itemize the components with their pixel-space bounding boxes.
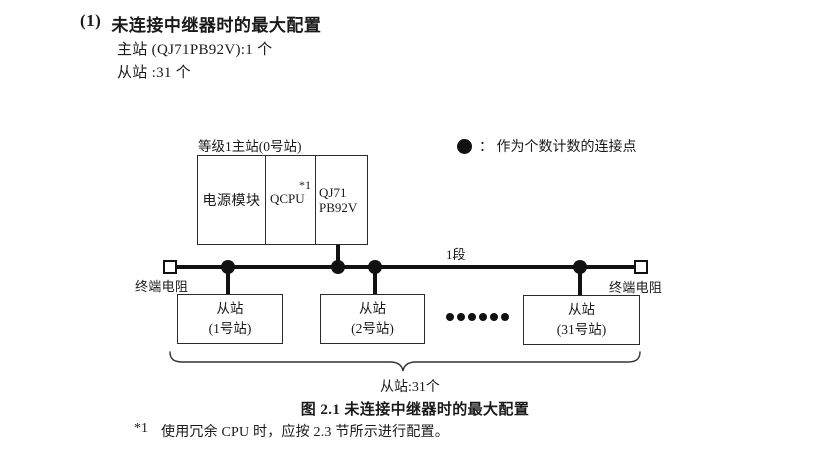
section-number: (1)	[80, 11, 102, 30]
section-heading: (1) 未连接中继器时的最大配置	[80, 11, 321, 36]
master-station-label: 等级1主站(0号站)	[198, 139, 302, 154]
slave-number: (1号站)	[208, 321, 252, 336]
slave-label: 从站	[216, 300, 244, 316]
master-station-box: 电源模块 *1 QCPU QJ71 PB92V	[197, 155, 368, 245]
connection-dot	[221, 260, 235, 274]
slave-number: (31号站)	[556, 322, 607, 337]
slave31-drop-line	[578, 267, 582, 295]
connection-dot	[368, 260, 382, 274]
slave2-drop-line	[373, 267, 377, 294]
cpu-label: QCPU	[270, 191, 305, 206]
terminator-right-label: 终端电阻	[609, 280, 663, 295]
master-drop-line	[336, 245, 340, 267]
pb92v-module-cell: QJ71 PB92V	[316, 156, 367, 244]
module-name: QJ71 PB92V	[319, 185, 357, 215]
module-name-line1: QJ71	[319, 185, 347, 200]
legend: ： 作为个数计数的连接点	[457, 136, 637, 156]
brace	[169, 351, 641, 372]
slave-station-2-box: 从站 (2号站)	[320, 294, 425, 344]
terminator-left-label: 终端电阻	[135, 279, 189, 294]
connection-point-icon	[457, 138, 472, 154]
slave-number: (2号站)	[351, 321, 394, 336]
bus-line	[168, 265, 642, 269]
slave-station-31-box: 从站 (31号站)	[523, 295, 640, 345]
section-title: 未连接中继器时的最大配置	[111, 16, 322, 35]
power-module-cell: 电源模块	[198, 156, 266, 244]
segment-label: 1段	[446, 247, 466, 262]
figure-caption: 图 2.1 未连接中继器时的最大配置	[300, 402, 530, 418]
ellipsis-dots	[446, 313, 509, 321]
master-count-line: 主站 (QJ71PB92V):1 个	[117, 42, 273, 58]
cpu-cell: *1 QCPU	[266, 156, 316, 244]
terminator-right-icon	[634, 260, 648, 274]
module-name-line2: PB92V	[319, 200, 358, 215]
slave1-drop-line	[226, 267, 230, 294]
footnote-text: 使用冗余 CPU 时，应按 2.3 节所示进行配置。	[161, 425, 449, 440]
terminator-left-icon	[163, 260, 177, 274]
slave-station-1-box: 从站 (1号站)	[177, 294, 283, 344]
slave-label: 从站	[359, 300, 386, 316]
slave-label: 从站	[568, 301, 595, 317]
legend-text: ： 作为个数计数的连接点	[479, 140, 637, 155]
cpu-footnote-marker: *1	[299, 178, 311, 192]
slave-total-label: 从站:31个	[380, 380, 440, 395]
footnote-marker: *1	[134, 421, 148, 436]
connection-dot	[573, 260, 587, 274]
slave-count-line: 从站 :31 个	[117, 65, 192, 81]
connection-dot	[331, 260, 345, 274]
